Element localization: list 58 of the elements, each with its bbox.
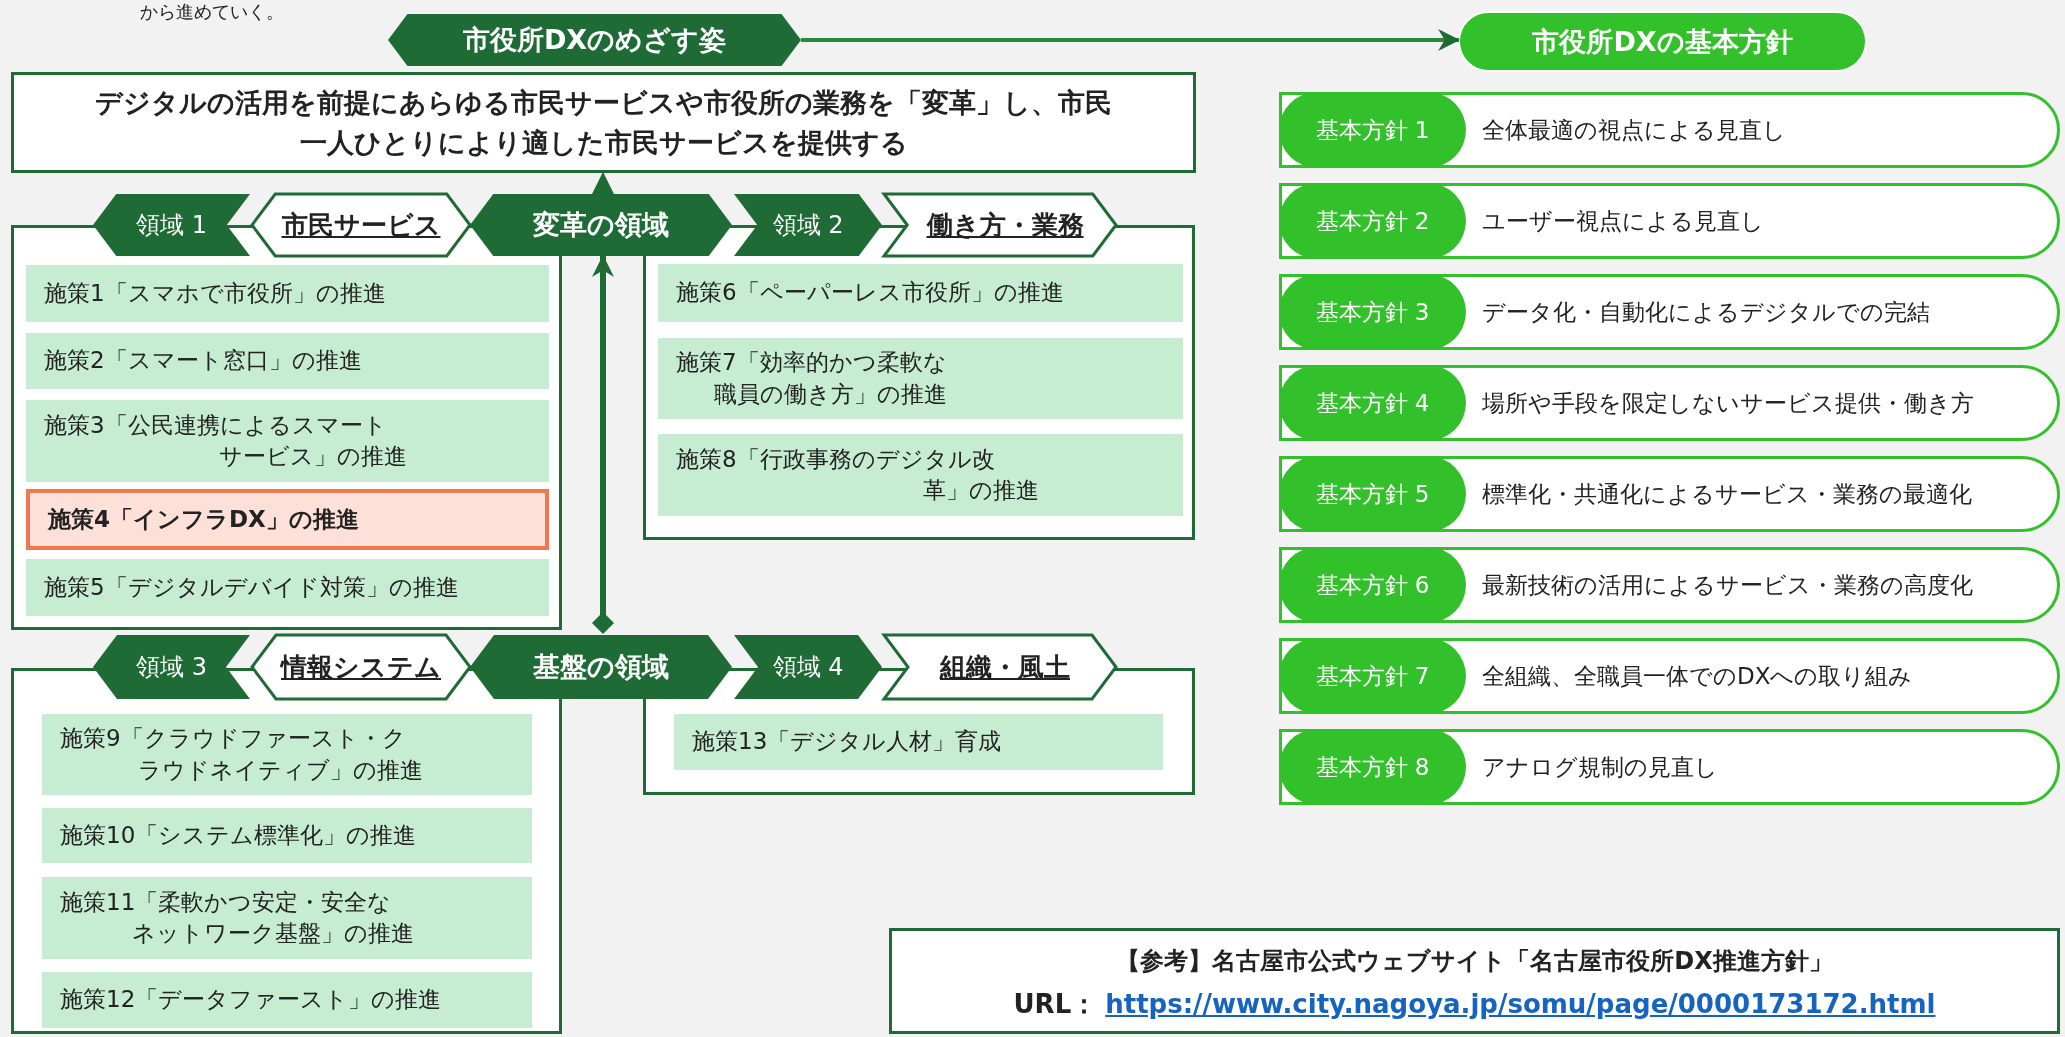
url-link: https://www.city.nagoya.jp/somu/page/0000173172.html [1105,989,1936,1019]
area-number-tag: 領域 4 [734,635,882,699]
measure-item: 施策13「デジタル人材」育成 [674,714,1163,770]
policy-text: アナログ規制の見直し [1482,752,1718,782]
arrow [592,254,614,634]
area-number-tag: 領域 3 [93,635,250,699]
arrow [801,29,1461,51]
measure-item: 施策2「スマート窓口」の推進 [26,333,549,389]
measure-item: 施策12「データファースト」の推進 [42,972,532,1028]
policy-text: ユーザー視点による見直し [1482,206,1764,236]
measure-item: 施策7「効率的かつ柔軟な職員の働き方」の推進 [658,338,1183,419]
measure-item: 施策9「クラウドファースト・クラウドネイティブ」の推進 [42,714,532,795]
policy-row [1279,92,2060,168]
policy-row [1279,183,2060,259]
area-number-tag: 領域 1 [93,194,250,256]
heading-tag: 市役所DXのめざす姿 [388,14,801,66]
policy-row [1279,638,2060,714]
policy-row [1279,365,2060,441]
policy-text: 全組織、全職員一体でのDXへの取り組み [1482,661,1913,691]
policy-row [1279,456,2060,532]
policy-number: 基本方針 4 [1279,365,1466,441]
measure-item: 施策8「行政事務のデジタル改革」の推進 [658,434,1183,516]
measure-item: 施策5「デジタルデバイド対策」の推進 [26,559,549,616]
policy-text: 全体最適の視点による見直し [1482,115,1786,145]
policy-number: 基本方針 6 [1279,547,1466,623]
policy-number: 基本方針 8 [1279,729,1466,805]
measure-item: 施策3「公民連携によるスマートサービス」の推進 [26,400,549,482]
policy-text: データ化・自動化によるデジタルでの完結 [1482,297,1930,327]
measure-item: 施策11「柔軟かつ安定・安全なネットワーク基盤」の推進 [42,877,532,959]
area-name-tag: 市民サービス [252,194,470,256]
policy-number: 基本方針 5 [1279,456,1466,532]
policy-row [1279,547,2060,623]
policy-number: 基本方針 1 [1279,92,1466,168]
note-text: から進めていく。 [140,0,284,24]
policy-number: 基本方針 7 [1279,638,1466,714]
policy-text: 場所や手段を限定しないサービス提供・働き方 [1482,388,1974,418]
area-number-tag: 領域 2 [734,194,882,256]
policy-row [1279,274,2060,350]
pointer-arrow [592,171,614,197]
policy-number: 基本方針 2 [1279,183,1466,259]
policy-text: 標準化・共通化によるサービス・業務の最適化 [1482,479,1972,509]
measure-item: 施策1「スマホで市役所」の推進 [26,265,549,322]
policy-text: 最新技術の活用によるサービス・業務の高度化 [1482,570,1973,600]
heading-tag: 市役所DXの基本方針 [1459,12,1866,71]
vision-statement: デジタルの活用を前提にあらゆる市民サービスや市役所の業務を「変革」し、市民一人ひとりにより適した市民サービスを提供する [11,72,1196,173]
domain-tag: 変革の領域 [470,194,732,256]
area-name-tag: 情報システム [252,635,470,699]
policy-row [1279,729,2060,805]
area-name-tag: 働き方・業務 [884,194,1116,256]
reference-box [889,928,2060,1034]
measure-item: 施策4「インフラDX」の推進 [26,489,549,550]
domain-tag: 基盤の領域 [470,635,732,699]
measure-item: 施策10「システム標準化」の推進 [42,808,532,863]
reference-title: 【参考】名古屋市公式ウェブサイト「名古屋市役所DX推進方針」 [1115,946,1834,977]
policy-number: 基本方針 3 [1279,274,1466,350]
url-label: URL： [1013,989,1098,1019]
area-name-tag: 組織・風土 [884,635,1116,699]
measure-item: 施策6「ペーパーレス市役所」の推進 [658,264,1183,322]
